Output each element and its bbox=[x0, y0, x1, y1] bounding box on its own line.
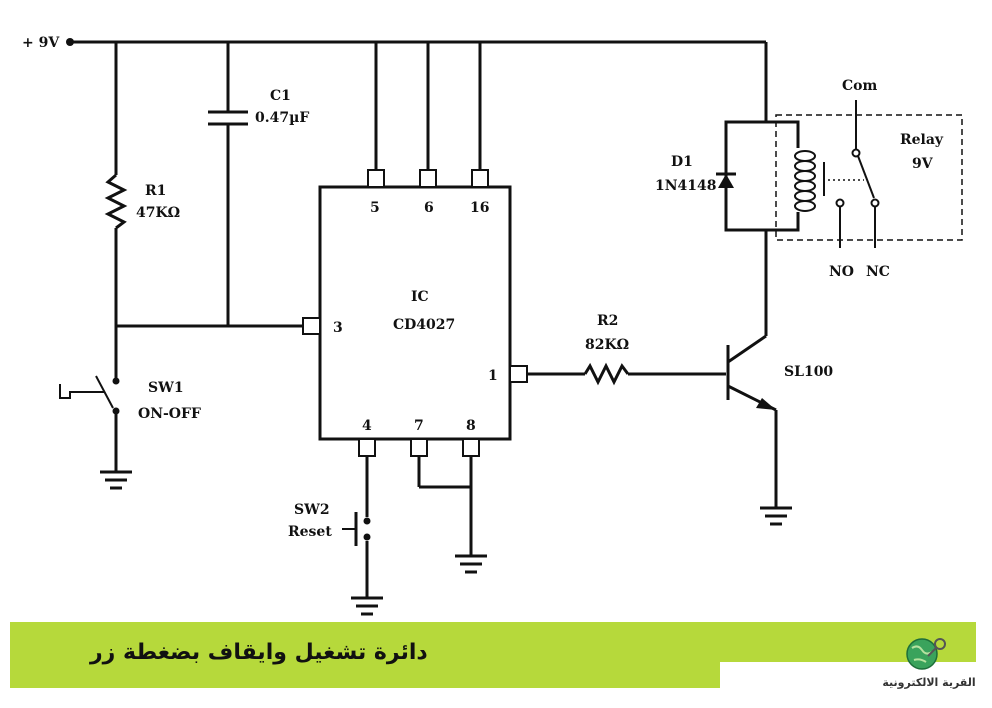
d1-ref: D1 bbox=[671, 154, 693, 170]
r1-ref: R1 bbox=[145, 183, 166, 199]
d1-value: 1N4148 bbox=[655, 178, 717, 194]
sw1-switch: SW1 ON-OFF bbox=[59, 375, 201, 490]
supply-label: + 9V bbox=[22, 35, 60, 51]
ic-ref: IC bbox=[411, 289, 429, 305]
relay-ref: Relay bbox=[900, 132, 944, 148]
pin-8-label: 8 bbox=[466, 418, 476, 434]
pins-7-8-ground bbox=[417, 456, 487, 574]
sw2-switch: SW2 Reset bbox=[288, 456, 383, 616]
c1-ref: C1 bbox=[270, 88, 291, 104]
transistor-label: SL100 bbox=[784, 364, 833, 380]
relay: Com Relay 9V NO NC bbox=[766, 78, 963, 280]
site-logo: القرية الالكترونية bbox=[874, 632, 984, 702]
pin-3-label: 3 bbox=[333, 320, 343, 336]
ic-value: CD4027 bbox=[393, 317, 455, 333]
logo-text: القرية الالكترونية bbox=[882, 676, 976, 689]
banner-corner bbox=[720, 662, 992, 708]
d1-diode: D1 1N4148 bbox=[655, 42, 768, 232]
sw1-value: ON-OFF bbox=[138, 406, 201, 422]
transistor-sl100: SL100 bbox=[726, 230, 833, 526]
sw1-ref: SW1 bbox=[148, 380, 184, 396]
pin-5-label: 5 bbox=[370, 200, 380, 216]
relay-value: 9V bbox=[912, 156, 934, 172]
globe-icon bbox=[906, 638, 946, 670]
relay-com-label: Com bbox=[842, 78, 877, 94]
sw2-ref: SW2 bbox=[294, 502, 330, 518]
banner-title: دائرة تشغيل وايقاف بضغطة زر bbox=[90, 640, 428, 665]
relay-nc-label: NC bbox=[866, 264, 890, 280]
pin-7-label: 7 bbox=[414, 418, 424, 434]
pin-6-label: 6 bbox=[424, 200, 434, 216]
c1-value: 0.47µF bbox=[255, 110, 309, 126]
r1-resistor: R1 47KΩ bbox=[104, 42, 180, 378]
r1-value: 47KΩ bbox=[136, 205, 180, 221]
r2-value: 82KΩ bbox=[585, 337, 629, 353]
ic-cd4027: IC CD4027 5 6 16 3 1 4 7 8 bbox=[302, 42, 528, 457]
r2-ref: R2 bbox=[597, 313, 618, 329]
c1-capacitor: C1 0.47µF bbox=[208, 42, 309, 326]
pin-4-label: 4 bbox=[362, 418, 372, 434]
relay-no-label: NO bbox=[829, 264, 854, 280]
pin-1-label: 1 bbox=[488, 368, 498, 384]
r2-resistor: R2 82KΩ bbox=[527, 313, 726, 386]
pin-16-label: 16 bbox=[470, 200, 489, 216]
title-banner: دائرة تشغيل وايقاف بضغطة زر bbox=[10, 622, 976, 688]
sw2-value: Reset bbox=[288, 524, 332, 540]
supply-rail: + 9V bbox=[22, 35, 766, 51]
